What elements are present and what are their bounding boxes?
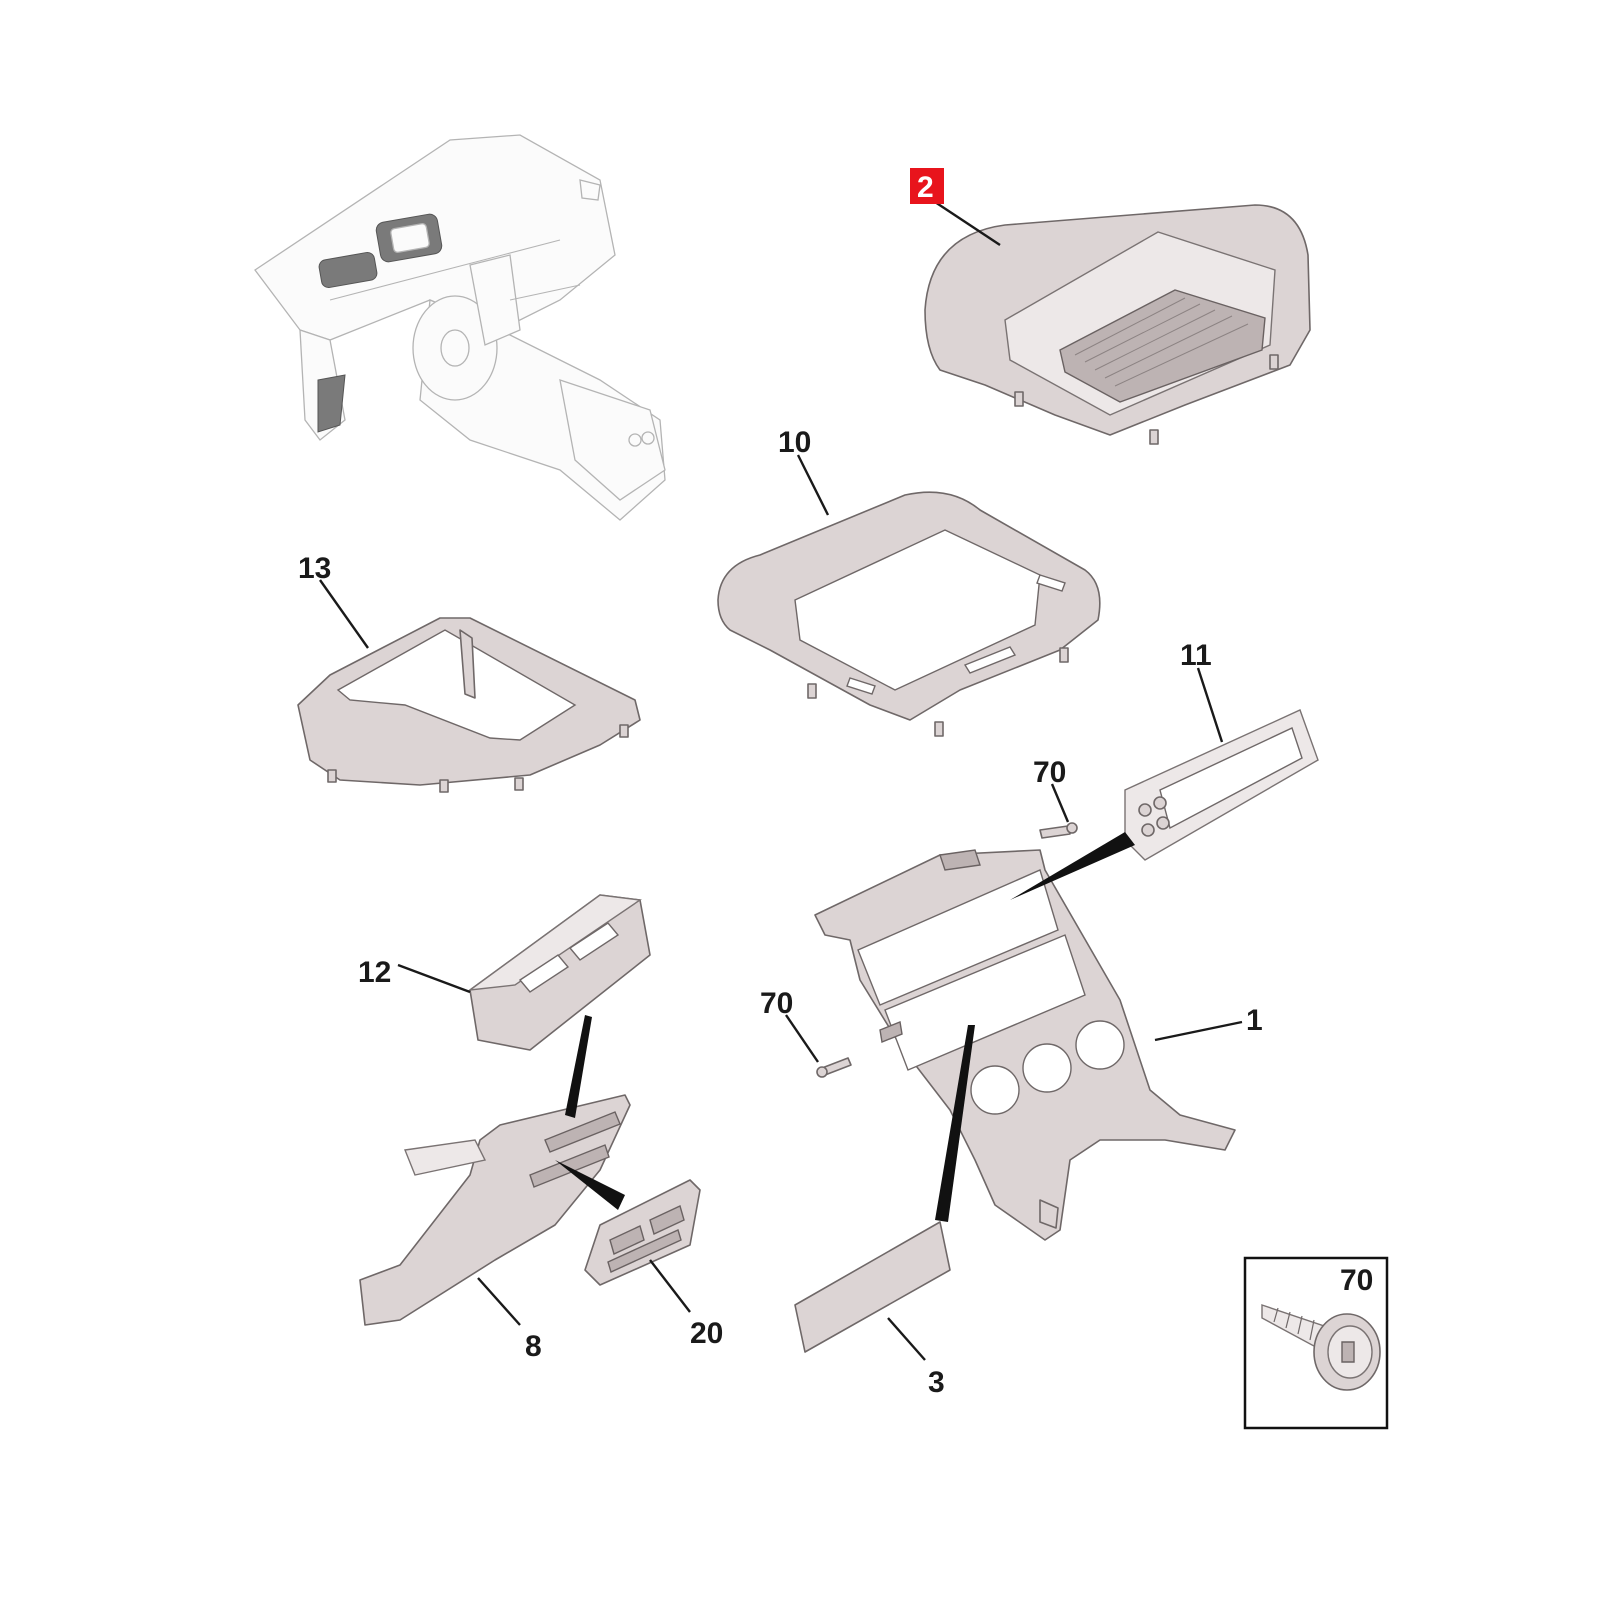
- part-12-switch-housing: [467, 894, 651, 1051]
- leader-20: [649, 1259, 691, 1313]
- leader-70-upper: [1050, 783, 1070, 823]
- part-10-bezel-frame: [717, 491, 1101, 737]
- label-part-12: 12: [358, 956, 391, 989]
- label-part-3: 3: [928, 1366, 945, 1399]
- part-2-upper-display-trim: [924, 204, 1311, 445]
- leader-11: [1196, 667, 1224, 743]
- part-11-control-panel: [1124, 709, 1319, 861]
- part-1-center-console-frame: [814, 849, 1236, 1241]
- wedge-12-to-8: [565, 1015, 592, 1118]
- leader-8: [477, 1277, 521, 1326]
- label-part-70-left: 70: [760, 987, 793, 1020]
- leader-2: [931, 198, 1001, 247]
- label-part-70-upper: 70: [1033, 756, 1066, 789]
- part-20-switch-pack: [584, 1179, 701, 1286]
- dashboard-overview-illustration: [254, 134, 666, 521]
- part-labels: 2 10 13 11 70 12 70 1 8 20 3 70: [298, 171, 1373, 1399]
- assembly-pointer-wedges: [555, 832, 1135, 1222]
- leader-13: [319, 579, 369, 649]
- label-part-13: 13: [298, 552, 331, 585]
- wedge-20-to-8: [555, 1160, 625, 1210]
- leader-3: [887, 1317, 926, 1361]
- leader-10: [796, 454, 830, 516]
- label-part-10: 10: [778, 426, 811, 459]
- part-3-blanking-plate: [794, 1221, 951, 1353]
- leader-12: [397, 963, 471, 994]
- leader-1: [1154, 1020, 1243, 1042]
- label-part-2: 2: [917, 171, 934, 204]
- part-2-highlight-box: [910, 168, 944, 204]
- label-part-11: 11: [1180, 639, 1212, 672]
- wedge-3-to-1: [935, 1025, 975, 1222]
- leader-70-left: [785, 1014, 819, 1063]
- label-part-1: 1: [1246, 1004, 1263, 1037]
- part-70-screw-upper: [1039, 822, 1078, 839]
- label-part-20: 20: [690, 1317, 723, 1350]
- leader-lines: [319, 198, 1243, 1361]
- part-8-lower-console-trim: [359, 1094, 631, 1326]
- inset-screw-70-detail: [1243, 1256, 1389, 1430]
- part-70-screw-left: [816, 1057, 852, 1078]
- part-13-instrument-surround: [297, 617, 641, 793]
- label-part-8: 8: [525, 1330, 542, 1363]
- label-part-70-inset: 70: [1340, 1264, 1373, 1297]
- wedge-11-to-1: [1010, 832, 1135, 900]
